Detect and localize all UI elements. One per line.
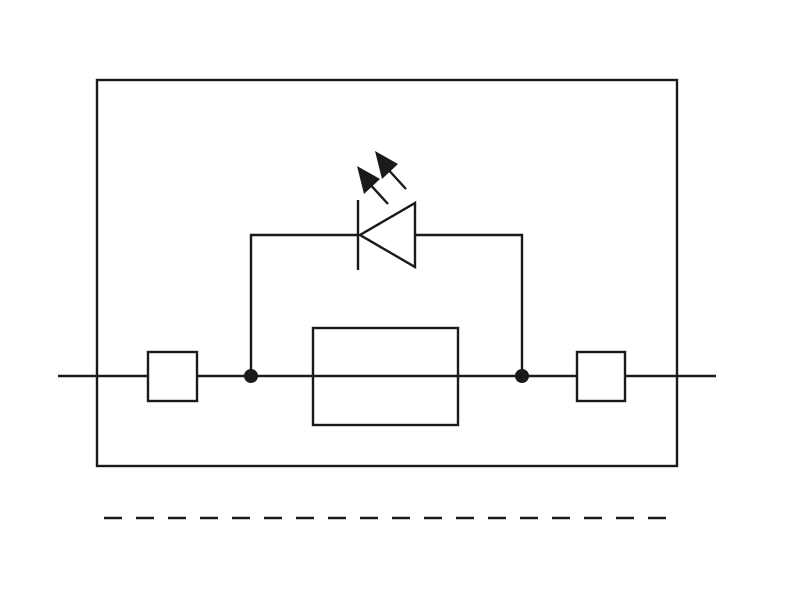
- terminal-left: [146, 350, 199, 403]
- led-arrow-head-1: [357, 166, 380, 194]
- housing-outline: [95, 78, 679, 468]
- led-anode-triangle: [357, 200, 417, 270]
- junction-left: [244, 369, 258, 383]
- terminal-right: [575, 350, 627, 403]
- fuse-body: [311, 326, 460, 427]
- led-arrow-head-2: [375, 151, 398, 179]
- led-branch-left: [249, 233, 358, 376]
- led-branch-right: [415, 233, 524, 376]
- junction-right: [515, 369, 529, 383]
